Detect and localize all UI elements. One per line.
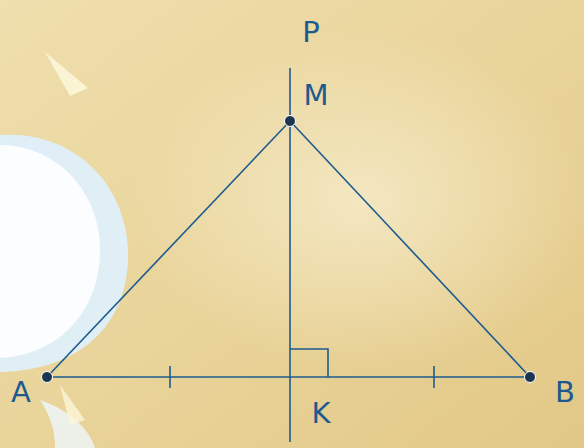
point-label: K bbox=[311, 399, 330, 428]
segment-ab bbox=[47, 376, 530, 378]
point-label: B bbox=[555, 378, 575, 407]
point-dot bbox=[525, 372, 536, 383]
right-angle-mark bbox=[290, 349, 328, 377]
point-label: P bbox=[302, 18, 320, 47]
decor-disc bbox=[0, 145, 100, 358]
tick-mark bbox=[169, 366, 171, 388]
segment-am bbox=[47, 121, 290, 377]
light-flare bbox=[45, 52, 88, 96]
point-dot bbox=[42, 372, 53, 383]
ground-glow bbox=[130, 30, 584, 370]
decor-crescent bbox=[0, 135, 128, 372]
light-flare bbox=[60, 385, 85, 425]
tick-mark bbox=[433, 366, 435, 388]
point-label: M bbox=[303, 81, 328, 110]
point-label: A bbox=[11, 378, 31, 407]
segment-bm bbox=[290, 121, 530, 377]
point-dot bbox=[285, 116, 296, 127]
